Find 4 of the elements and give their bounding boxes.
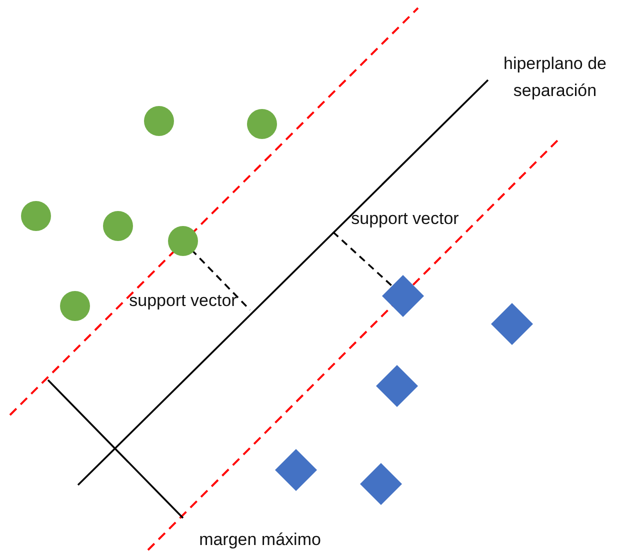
support-vector-label: support vector [350,208,460,230]
support-vector-label: support vector [128,290,238,312]
hyperplane-label: hiperplano de separación [502,53,608,102]
margin-label: margen máximo [198,529,322,551]
